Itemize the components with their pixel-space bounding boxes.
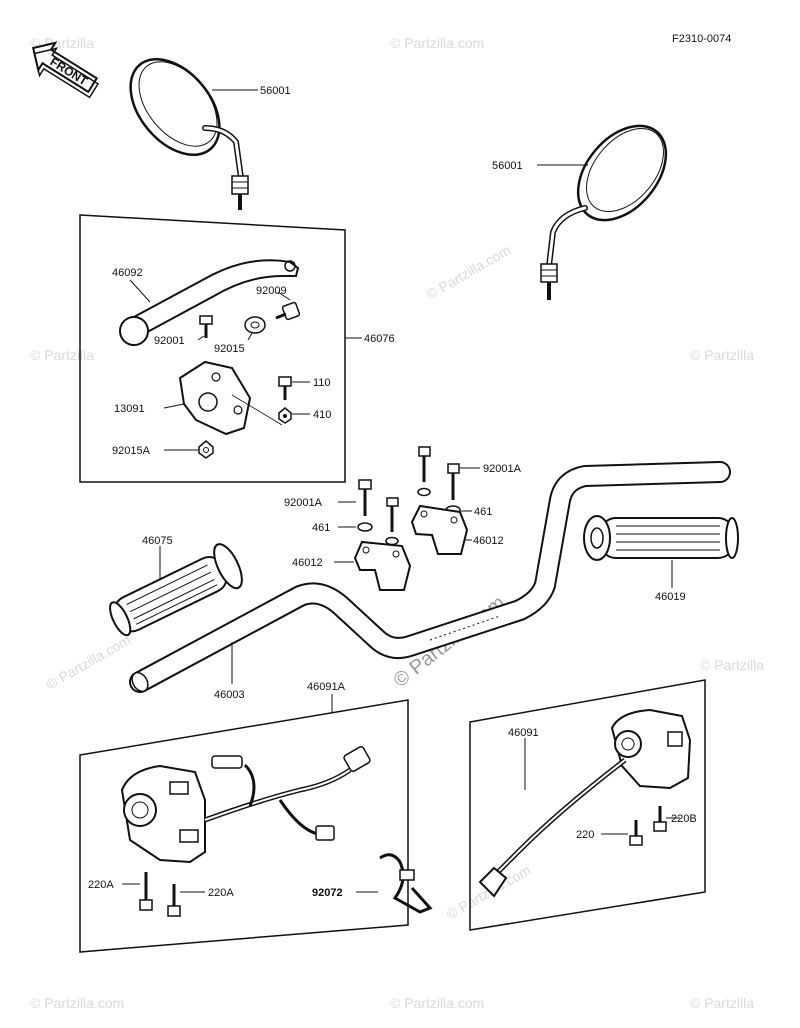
clamp-right-icon (410, 504, 469, 555)
watermark-text: © Partzilla (690, 995, 754, 1011)
grip-right-icon (583, 515, 739, 561)
label-clamp-right: 46012 (473, 535, 504, 547)
label-mirror-right: 56001 (492, 160, 523, 172)
switch-left-icon (120, 746, 371, 864)
watermark-text: © Partzilla (30, 347, 94, 363)
leader-line (197, 335, 205, 341)
watermark-text: © Partzilla (700, 657, 764, 673)
nut-icon (198, 440, 214, 459)
clamp-washer-left-icon (357, 522, 373, 532)
band-icon (379, 853, 433, 914)
label-handlebar: 46003 (214, 689, 245, 701)
adjuster-icon (275, 301, 301, 321)
screw-220-icon (629, 806, 667, 846)
watermark-text: © Partzilla.com (424, 242, 514, 303)
label-clamp-bolt-left: 92001A (284, 497, 323, 509)
label-screw-220: 220 (576, 829, 594, 841)
handlebar-icon (129, 461, 731, 693)
lever-assembly-frame (79, 214, 346, 483)
clamp-bolt-left-icon (358, 479, 372, 516)
clamp-left-icon (353, 540, 412, 591)
label-mirror-left: 56001 (260, 85, 291, 97)
label-bolt-110: 110 (313, 377, 331, 389)
leader-line (163, 403, 185, 409)
leader-line (277, 291, 291, 301)
label-lever-assembly: 46076 (364, 333, 395, 345)
label-switch-left: 46091A (307, 681, 346, 693)
label-screw-220b: 220B (671, 813, 697, 825)
label-washer-right: 461 (474, 506, 492, 518)
label-grip-right: 46019 (655, 591, 686, 603)
label-lever-bolt: 92001 (154, 335, 185, 347)
label-band: 92072 (312, 887, 343, 899)
clutch-lever-icon (119, 259, 300, 346)
bolt-110-icon (278, 376, 292, 400)
switch-right-frame (469, 679, 706, 931)
mirror-left-icon (129, 57, 249, 210)
lever-holder-icon (178, 360, 283, 436)
label-grip-left: 46075 (142, 535, 173, 547)
label-adjuster: 92009 (256, 285, 287, 297)
watermark-text: © Partzilla (690, 347, 754, 363)
switch-left-frame (79, 699, 409, 953)
diagram-code: F2310-0074 (672, 33, 731, 45)
leader-line (129, 279, 151, 303)
label-nut-410: 410 (313, 409, 331, 421)
label-switch-right: 46091 (508, 727, 539, 739)
leader-line (247, 332, 253, 341)
label-washer-left: 461 (312, 522, 330, 534)
watermark-text: © Partzilla.com (30, 995, 124, 1011)
switch-right-icon (478, 708, 692, 898)
nut-410-icon (278, 407, 292, 424)
label-lever: 46092 (112, 267, 143, 279)
label-clamp-bolt-right: 92001A (483, 463, 522, 475)
label-screw-220a-a: 220A (88, 879, 114, 891)
clamp-bolt-icon (385, 497, 399, 546)
watermark-text: © Partzilla.com (44, 632, 134, 693)
label-nut-92015a: 92015A (112, 445, 151, 457)
watermark-text: © Partzilla.com (390, 995, 484, 1011)
grip-left-icon (109, 543, 243, 637)
washer-icon (244, 316, 266, 334)
mirror-right-icon (540, 124, 668, 300)
clamp-bolt-right-icon (417, 446, 460, 500)
label-holder: 13091 (114, 403, 145, 415)
watermark-text: © Partzilla.com (390, 35, 484, 51)
label-clamp-left: 46012 (292, 557, 323, 569)
bolt-icon (199, 315, 213, 338)
label-screw-220a-b: 220A (208, 887, 234, 899)
watermark-text: © Partzilla.com (444, 862, 534, 923)
screw-220a-icon (139, 872, 181, 917)
label-lever-washer: 92015 (214, 343, 245, 355)
